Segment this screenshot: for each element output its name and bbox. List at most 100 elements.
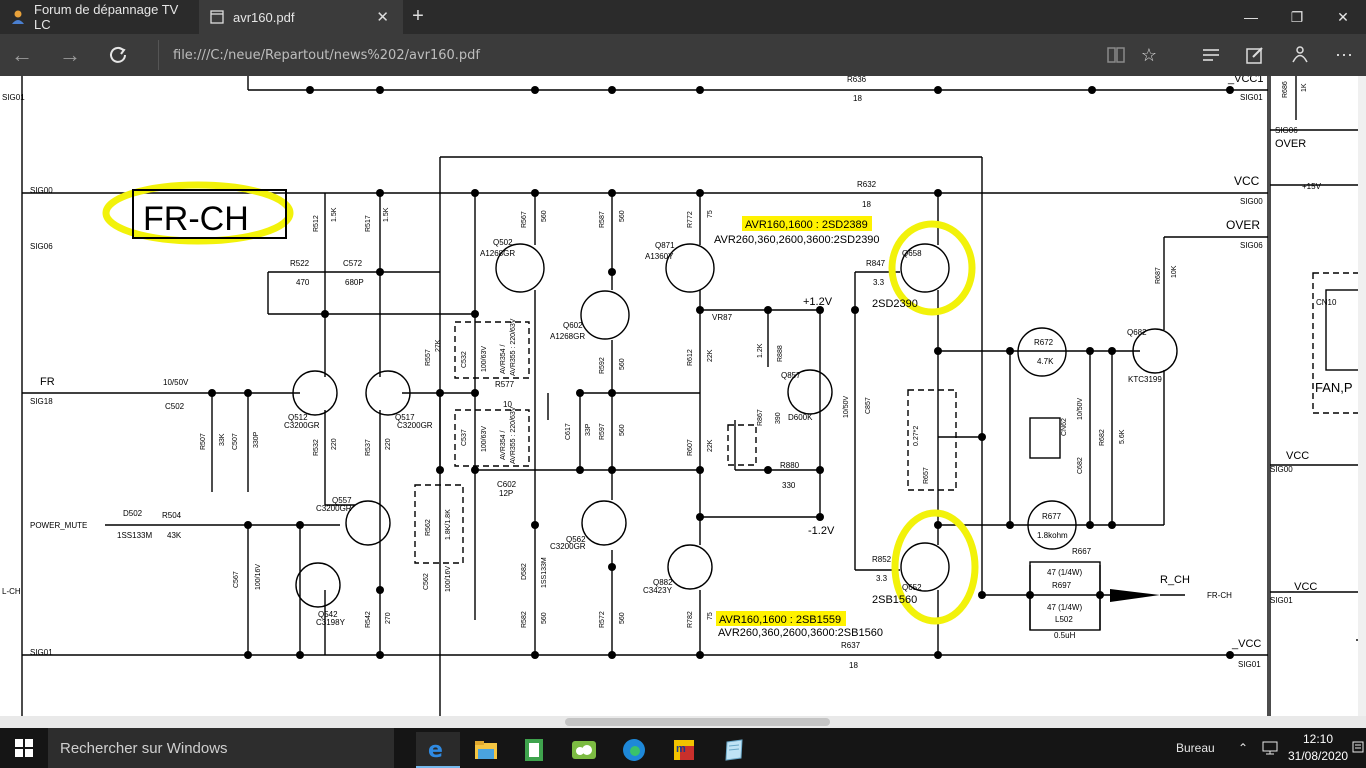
- new-tab-button[interactable]: +: [412, 5, 424, 27]
- svg-text:R632: R632: [857, 180, 877, 189]
- svg-text:Q557: Q557: [332, 496, 352, 505]
- maximize-button[interactable]: ❐: [1290, 8, 1304, 25]
- svg-text:R636: R636: [847, 76, 867, 84]
- more-menu-icon[interactable]: ⋯: [1335, 44, 1353, 65]
- edge-browser-icon[interactable]: [612, 732, 656, 768]
- svg-text:47 (1/4W): 47 (1/4W): [1047, 603, 1082, 612]
- svg-text:Q652: Q652: [902, 583, 922, 592]
- cloud-app-icon[interactable]: [562, 732, 606, 768]
- tray-desktop-label[interactable]: Bureau: [1176, 741, 1215, 755]
- svg-text:AVR354 /: AVR354 /: [500, 345, 507, 374]
- svg-text:R852: R852: [872, 555, 892, 564]
- person-tab-icon: [10, 9, 26, 25]
- svg-text:43K: 43K: [167, 531, 182, 540]
- close-tab-icon[interactable]: ✕: [376, 9, 389, 26]
- svg-text:1.5K: 1.5K: [331, 207, 338, 222]
- svg-text:1K: 1K: [1301, 83, 1308, 92]
- svg-text:560: 560: [619, 424, 626, 436]
- scrollbar-thumb[interactable]: [565, 718, 830, 726]
- svg-text:47 (1/4W): 47 (1/4W): [1047, 568, 1082, 577]
- tab-strip: Forum de dépannage TV LC avr160.pdf ✕ + …: [0, 0, 1366, 34]
- svg-text:D582: D582: [521, 563, 528, 580]
- notepad-icon[interactable]: [712, 732, 756, 768]
- svg-text:C602: C602: [497, 480, 517, 489]
- svg-text:C507: C507: [232, 433, 239, 450]
- notification-icon[interactable]: [1352, 728, 1364, 768]
- svg-text:Q542: Q542: [318, 610, 338, 619]
- network-icon[interactable]: [1262, 728, 1278, 768]
- minimize-button[interactable]: —: [1244, 9, 1258, 25]
- svg-text:2SD2390: 2SD2390: [872, 298, 918, 310]
- svg-text:1SS133M: 1SS133M: [541, 557, 548, 588]
- file-explorer-icon[interactable]: [464, 732, 508, 768]
- svg-text:C682: C682: [1077, 457, 1084, 474]
- svg-text:AVR260,360,2600,3600:2SD2390: AVR260,360,2600,3600:2SD2390: [714, 234, 880, 246]
- svg-text:560: 560: [619, 612, 626, 624]
- windows-start-icon[interactable]: [0, 728, 48, 768]
- share-icon[interactable]: [1284, 40, 1316, 70]
- svg-text:18: 18: [862, 200, 871, 209]
- svg-text:100/16V: 100/16V: [445, 566, 452, 592]
- reading-view-icon[interactable]: [1100, 40, 1132, 70]
- svg-text:FR-CH: FR-CH: [1207, 591, 1232, 600]
- svg-text:1.2K: 1.2K: [757, 343, 764, 358]
- svg-text:Q882: Q882: [653, 578, 673, 587]
- taskbar-search-input[interactable]: Rechercher sur Windows: [48, 728, 394, 768]
- svg-text:C617: C617: [565, 423, 572, 440]
- chevron-up-icon[interactable]: ⌃: [1238, 741, 1249, 755]
- svg-text:C3200GR: C3200GR: [316, 504, 352, 513]
- svg-text:A1268GR: A1268GR: [550, 332, 585, 341]
- back-arrow-icon[interactable]: ←: [11, 42, 33, 67]
- edge-legacy-icon[interactable]: e: [416, 732, 460, 768]
- svg-text:D502: D502: [123, 509, 143, 518]
- svg-text:1.5K: 1.5K: [383, 207, 390, 222]
- close-window-button[interactable]: ✕: [1337, 8, 1349, 25]
- svg-text:-1.2V: -1.2V: [808, 525, 835, 537]
- svg-text:R507: R507: [200, 433, 207, 450]
- svg-text:+15V: +15V: [1302, 182, 1322, 191]
- refresh-icon[interactable]: [102, 40, 134, 70]
- vertical-scrollbar[interactable]: [1358, 76, 1366, 716]
- pdf-viewer[interactable]: FR-CH SIG01 SIG00 SIG06 FR SIG18 POWER_M…: [0, 76, 1366, 728]
- svg-text:R_CH: R_CH: [1160, 574, 1190, 586]
- svg-text:A1268GR: A1268GR: [480, 249, 515, 258]
- svg-text:100/63V: 100/63V: [481, 346, 488, 372]
- svg-text:SIG01: SIG01: [30, 648, 53, 657]
- hub-menu-icon[interactable]: [1195, 40, 1227, 70]
- svg-text:SIG00: SIG00: [30, 186, 53, 195]
- svg-text:C572: C572: [343, 259, 363, 268]
- svg-text:VCC: VCC: [1286, 450, 1309, 462]
- tab-forum[interactable]: Forum de dépannage TV LC: [0, 0, 198, 34]
- svg-text:Q562: Q562: [566, 535, 586, 544]
- svg-text:560: 560: [541, 210, 548, 222]
- horizontal-scrollbar[interactable]: [0, 716, 1366, 728]
- clock[interactable]: 12:10 31/08/2020: [1288, 731, 1348, 765]
- svg-text:VR87: VR87: [712, 313, 733, 322]
- notes-app-icon[interactable]: [512, 732, 556, 768]
- svg-text:L-CH: L-CH: [2, 587, 21, 596]
- tab-pdf[interactable]: avr160.pdf ✕: [199, 0, 403, 34]
- svg-text:R782: R782: [687, 611, 694, 628]
- svg-text:75: 75: [707, 210, 714, 218]
- svg-text:R612: R612: [687, 349, 694, 366]
- media-app-icon[interactable]: m: [662, 732, 706, 768]
- svg-text:R677: R677: [1042, 512, 1062, 521]
- svg-text:R512: R512: [313, 215, 320, 232]
- svg-text:AVR355 : 220/63V: AVR355 : 220/63V: [510, 406, 517, 464]
- svg-text:33K: 33K: [219, 433, 226, 446]
- favorite-star-icon[interactable]: ☆: [1140, 44, 1158, 65]
- svg-text:220: 220: [331, 438, 338, 450]
- svg-text:R880: R880: [780, 461, 800, 470]
- svg-text:KTC3199: KTC3199: [1128, 375, 1162, 384]
- svg-text:R867: R867: [757, 409, 764, 426]
- forward-arrow-icon[interactable]: →: [59, 42, 81, 67]
- notes-pen-icon[interactable]: [1239, 40, 1271, 70]
- svg-text:FAN,P: FAN,P: [1315, 380, 1353, 395]
- svg-text:10/50V: 10/50V: [1077, 397, 1084, 420]
- svg-text:75: 75: [707, 612, 714, 620]
- svg-text:680P: 680P: [345, 278, 364, 287]
- svg-text:Q658: Q658: [902, 249, 922, 258]
- tab-pdf-title: avr160.pdf: [233, 9, 295, 25]
- svg-text:L502: L502: [1055, 615, 1073, 624]
- address-field[interactable]: file:///C:/neue/Repartout/news%202/avr16…: [158, 40, 1088, 70]
